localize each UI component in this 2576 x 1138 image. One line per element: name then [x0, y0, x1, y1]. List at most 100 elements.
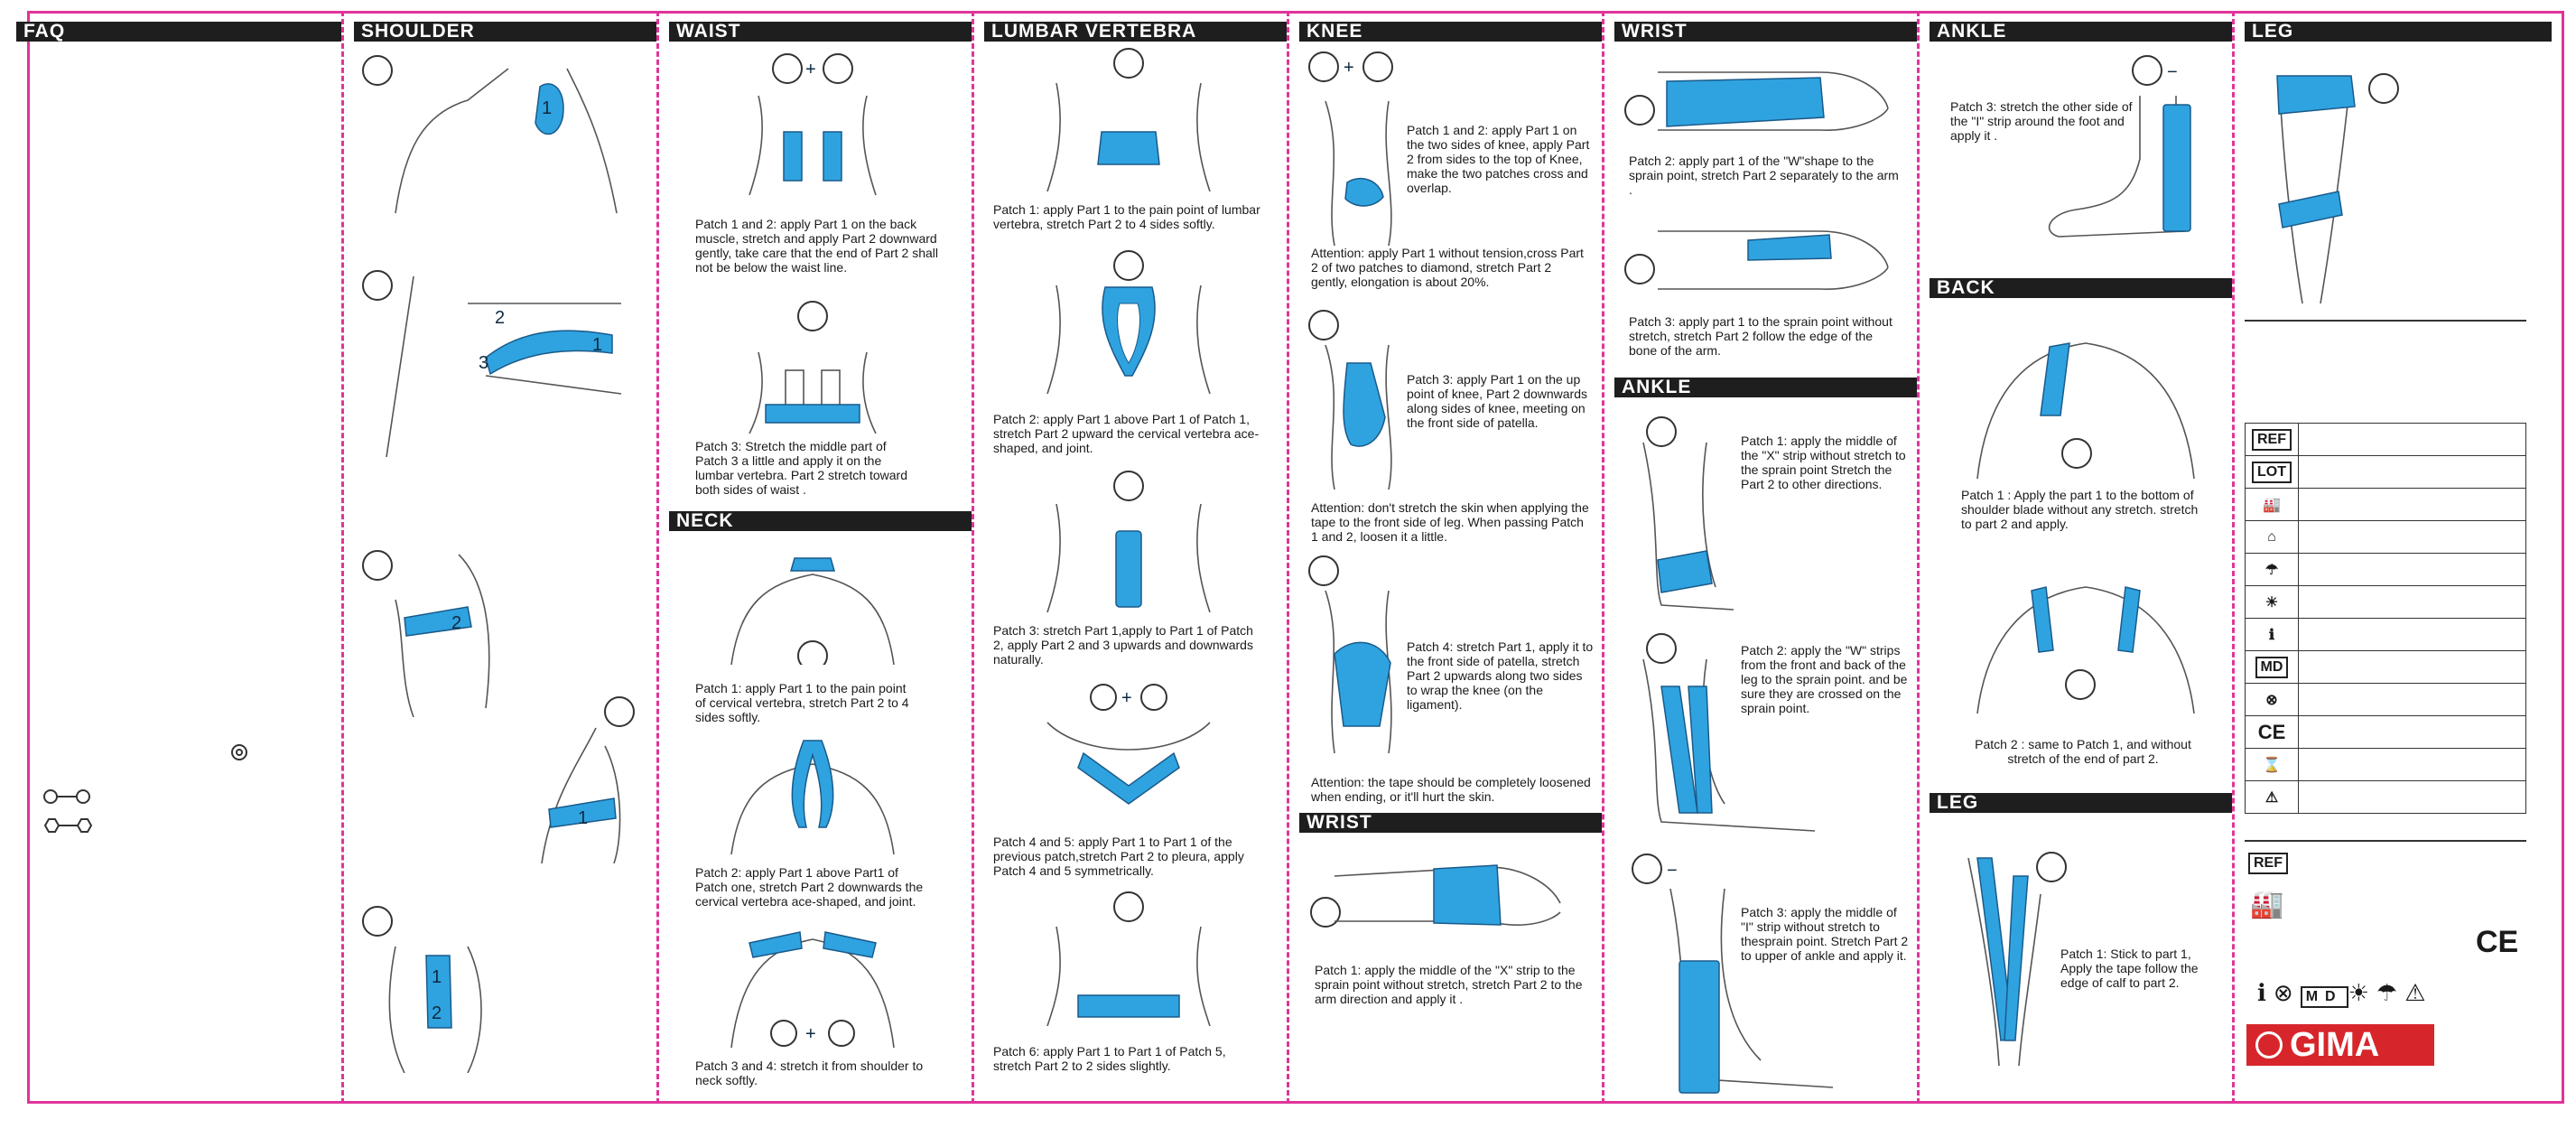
knee-attention-2-text: Attention: don't stretch the skin when a…	[1311, 500, 1589, 544]
ankle-illustration-3: −	[1625, 853, 1842, 1096]
section-header-leg: LEG	[2245, 22, 2552, 42]
ankle-illustration-2	[1625, 632, 1824, 849]
section-header-leg-ankle-col: LEG	[1930, 793, 2232, 813]
neck-patch-2-text: Patch 2: apply Part 1 above Part1 of Pat…	[695, 865, 924, 909]
knee-illustration-2	[1307, 309, 1407, 490]
svg-text:1: 1	[542, 98, 552, 118]
neck-illustration-2	[713, 728, 912, 854]
ankle-col-illustration: −	[2041, 51, 2212, 249]
manufacturer-icon: 🏭	[2263, 497, 2281, 513]
svg-text:+: +	[1344, 58, 1354, 78]
leg-illustration-2	[2266, 51, 2402, 303]
lumbar-illustration-1	[1020, 47, 1237, 191]
linked-hexagons-icon	[42, 816, 96, 835]
svg-text:+: +	[805, 1024, 816, 1044]
lumbar-patch-3-text: Patch 3: stretch Part 1,apply to Part 1 …	[993, 623, 1253, 667]
section-header-ankle-wrist-col: ANKLE	[1614, 378, 1917, 397]
svg-text:2: 2	[432, 1003, 442, 1023]
linked-circles-icon	[42, 788, 96, 806]
knee-attention-1-text: Attention: apply Part 1 without tension,…	[1311, 246, 1584, 289]
lumbar-illustration-2	[1020, 249, 1237, 394]
sunlight-icon: ☀	[2264, 594, 2279, 611]
hourglass-icon: ⌛	[2263, 757, 2281, 773]
waist-patch-3-text: Patch 3: Stretch the middle part of Patc…	[695, 439, 907, 497]
neck-patch-1-text: Patch 1: apply Part 1 to the pain point …	[695, 681, 909, 724]
waist-illustration-2	[722, 298, 903, 434]
svg-text:1: 1	[578, 808, 588, 828]
svg-text:+: +	[1121, 688, 1132, 708]
instructions-icon: ℹ	[2268, 627, 2275, 643]
manufacturer-icon: 🏭	[2250, 890, 2284, 919]
caution-icon: ⚠	[2264, 789, 2279, 806]
ankle-illustration-1	[1625, 415, 1734, 614]
column-divider	[2232, 11, 2235, 1104]
shoulder-illustration-3: 2	[359, 546, 504, 717]
column-divider	[656, 11, 659, 1104]
section-header-waist: WAIST	[669, 22, 972, 42]
column-divider	[341, 11, 344, 1104]
instructions-icon: ℹ	[2257, 979, 2274, 1006]
wrist-patch-3-text: Patch 3: apply part 1 to the sprain poin…	[1629, 314, 1892, 358]
wrist-illustration-2	[1622, 213, 1892, 303]
lot-symbol: LOT	[2252, 461, 2292, 483]
neck-illustration-1	[713, 538, 912, 665]
wrist-illustration-1	[1622, 54, 1892, 145]
manufacture-date-icon: ⌂	[2267, 528, 2276, 545]
neck-illustration-3: +	[713, 912, 912, 1048]
knee-patch-4-text: Patch 4: stretch Part 1, apply it to the…	[1407, 639, 1594, 712]
ankle-col-patch-3-text: Patch 3: stretch the other side of the "…	[1950, 99, 2133, 143]
ref-symbol: REF	[2252, 428, 2292, 451]
section-header-lumbar: LUMBAR VERTEBRA	[984, 22, 1287, 42]
divider-line	[2245, 840, 2526, 842]
page-frame	[27, 11, 2564, 1104]
gima-logo-icon	[2255, 1031, 2283, 1059]
svg-text:+: +	[805, 60, 816, 79]
knee-wrist-illustration	[1307, 849, 1578, 948]
ref-symbol-bottom: REF	[2248, 853, 2288, 874]
shoulder-illustration-1: 1	[359, 51, 630, 222]
do-not-reuse-icon: ⊗	[2265, 692, 2278, 708]
back-patch-1-text: Patch 1 : Apply the part 1 to the bottom…	[1961, 488, 2199, 531]
lumbar-illustration-4: +	[1020, 677, 1237, 822]
umbrella-icon: ☂	[2376, 979, 2405, 1006]
brand-name: GIMA	[2290, 1026, 2380, 1064]
shoulder-illustration-4: 1	[524, 692, 641, 863]
section-header-neck: NECK	[669, 511, 972, 531]
waist-illustration-1: +	[722, 51, 903, 195]
knee-attention-3-text: Attention: the tape should be completely…	[1311, 775, 1591, 804]
back-illustration-2	[1959, 578, 2212, 714]
symbols-legend-table: REF LOT 🏭 ⌂ ☂ ☀ ℹ MD ⊗ CE ⌛ ⚠	[2245, 423, 2526, 814]
lumbar-illustration-5	[1020, 891, 1237, 1026]
ankle-patch-2-text: Patch 2: apply the "W" strips from the f…	[1741, 643, 1908, 715]
knee-illustration-1: +	[1307, 47, 1407, 246]
svg-text:−: −	[1667, 861, 1678, 881]
back-patch-2-text: Patch 2 : same to Patch 1, and without s…	[1975, 737, 2191, 766]
sunlight-icon: ☀	[2348, 979, 2376, 1006]
svg-text:2: 2	[495, 308, 505, 328]
lumbar-patch-4-text: Patch 4 and 5: apply Part 1 to Part 1 of…	[993, 835, 1244, 878]
svg-text:1: 1	[432, 967, 442, 987]
knee-illustration-3	[1307, 555, 1407, 753]
symbol-row: ℹ⊗MD☀☂⚠	[2257, 979, 2433, 1008]
ref-box: REF	[2248, 853, 2288, 874]
lumbar-patch-2-text: Patch 2: apply Part 1 above Part 1 of Pa…	[993, 412, 1260, 455]
section-header-wrist-knee-col: WRIST	[1299, 813, 1602, 833]
neck-patch-3-text: Patch 3 and 4: stretch it from shoulder …	[695, 1059, 924, 1087]
knee-patch-1-text: Patch 1 and 2: apply Part 1 on the two s…	[1407, 123, 1590, 195]
ce-mark-bottom: CE	[2476, 925, 2519, 959]
leg-illustration-1	[1950, 840, 2068, 1066]
caution-icon: ⚠	[2404, 979, 2433, 1006]
waist-patch-1-text: Patch 1 and 2: apply Part 1 on the back …	[695, 217, 939, 275]
divider-line	[2245, 320, 2526, 322]
back-illustration-1	[1959, 325, 2212, 479]
column-divider	[972, 11, 974, 1104]
md-symbol: MD	[2255, 656, 2289, 678]
lumbar-illustration-3	[1020, 468, 1237, 612]
do-not-reuse-icon: ⊗	[2273, 979, 2301, 1006]
svg-text:−: −	[2167, 62, 2178, 82]
section-header-wrist: WRIST	[1614, 22, 1917, 42]
column-divider	[1287, 11, 1289, 1104]
svg-text:3: 3	[479, 353, 488, 373]
ankle-patch-1-text: Patch 1: apply the middle of the "X" str…	[1741, 434, 1906, 491]
